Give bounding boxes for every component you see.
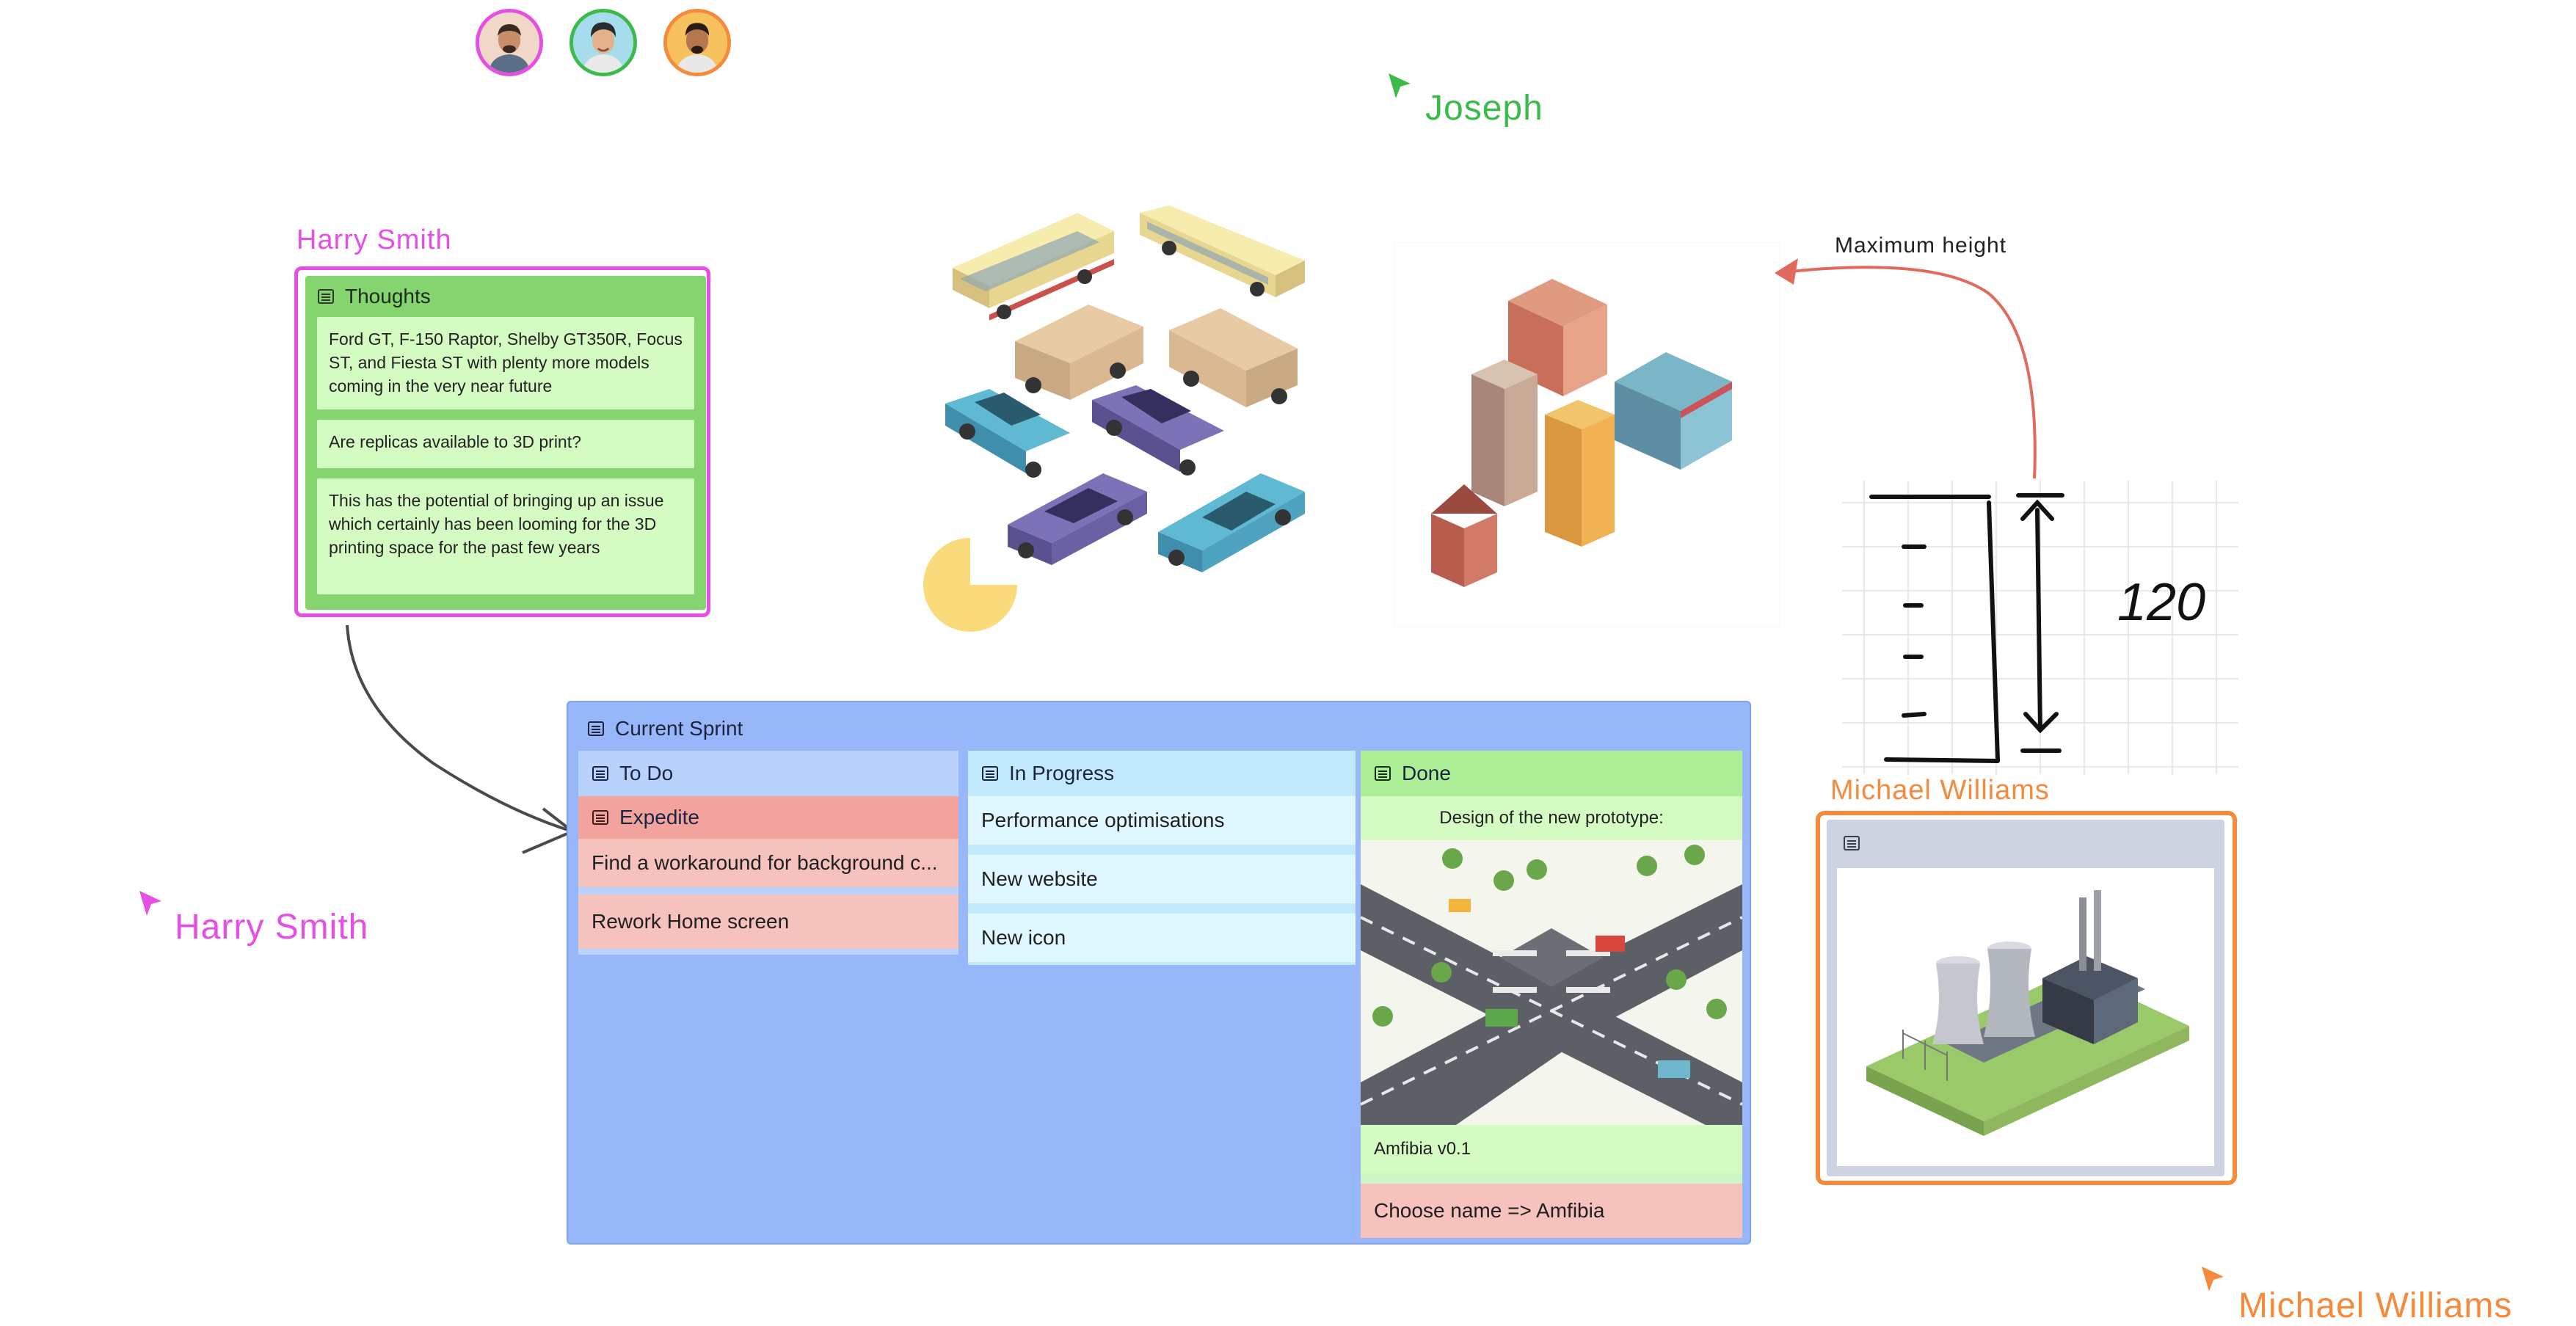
max-height-label[interactable]: Maximum height [1835,233,2007,258]
board-icon [981,765,999,782]
michael-cursor-icon [2202,1267,2224,1292]
task-card-text: New icon [981,926,1066,949]
yellow-shape[interactable] [921,536,1020,635]
sprint-board[interactable]: Current Sprint To Do Expedite Find a wor… [567,701,1751,1245]
task-card-text: New website [981,867,1098,890]
harry-cursor-label: Harry Smith [175,908,369,947]
board-icon [592,809,609,826]
power-plant-illustration [1837,868,2214,1166]
joseph-cursor-icon [1389,73,1411,98]
task-card[interactable]: Performance optimisations [968,796,1356,845]
person-avatar-icon [667,12,727,73]
thoughts-title: Thoughts [345,285,431,307]
avatar-3[interactable] [663,9,731,76]
done-column[interactable]: Done Design of the new prototype: [1353,751,1743,1238]
measurement-sketch[interactable]: 120 [1842,481,2238,774]
plant-owner-label: Michael Williams [1830,775,2050,806]
prototype-card[interactable]: Design of the new prototype: [1353,796,1743,1125]
in-progress-column-title: In Progress [1009,762,1115,784]
avatar-2[interactable] [570,9,637,76]
board-icon [587,720,605,737]
task-card-text: Find a workaround for background c... [592,851,938,874]
michael-cursor-label: Michael Williams [2238,1286,2513,1325]
in-progress-column[interactable]: In Progress Performance optimisations Ne… [968,751,1356,965]
thoughts-owner-label: Harry Smith [296,225,452,255]
thought-note[interactable]: Are replicas available to 3D print? [317,420,694,468]
todo-column-title: To Do [619,762,674,784]
task-card[interactable]: New website [968,855,1356,903]
task-card-text: Choose name => Amfibia [1374,1199,1605,1222]
thought-note[interactable]: Ford GT, F-150 Raptor, Shelby GT350R, Fo… [317,317,694,409]
task-card-text: Rework Home screen [592,910,790,933]
expedite-group[interactable]: Expedite Find a workaround for backgroun… [578,796,958,887]
task-card[interactable]: New icon [968,914,1356,962]
board-icon [1843,834,1860,852]
plant-image-card[interactable] [1827,820,2224,1176]
sprint-title: Current Sprint [615,717,743,740]
joseph-cursor-label: Joseph [1425,89,1543,128]
curved-arrow[interactable] [1769,249,2048,484]
board-icon [317,288,335,305]
done-column-title: Done [1402,762,1451,784]
prototype-caption: Design of the new prototype: [1439,808,1664,828]
person-avatar-icon [573,12,633,73]
plant-selection-frame [1816,811,2237,1185]
connector-arrow[interactable] [323,616,587,866]
task-card[interactable]: Find a workaround for background c... [578,839,958,887]
buildings-illustration[interactable] [1394,241,1780,628]
vehicles-illustration[interactable] [938,194,1325,587]
todo-column[interactable]: To Do Expedite Find a workaround for bac… [578,751,958,955]
thought-note[interactable]: This has the potential of bringing up an… [317,478,694,594]
intersection-illustration [1353,840,1743,1125]
board-icon [592,765,609,782]
person-avatar-icon [479,12,539,73]
expedite-title: Expedite [619,806,699,828]
task-card-text: Amfibia v0.1 [1374,1139,1471,1159]
thoughts-selection-frame [294,266,710,617]
avatar-1[interactable] [476,9,543,76]
thoughts-board[interactable]: Thoughts Ford GT, F-150 Raptor, Shelby G… [305,276,706,610]
board-icon [1374,765,1391,782]
task-card[interactable]: Rework Home screen [578,895,958,949]
task-card-text: Performance optimisations [981,809,1225,831]
task-card[interactable]: Choose name => Amfibia [1361,1184,1742,1238]
task-card[interactable]: Amfibia v0.1 [1361,1125,1742,1173]
sketch-value: 120 [2117,573,2205,632]
harry-cursor-icon [139,891,161,916]
